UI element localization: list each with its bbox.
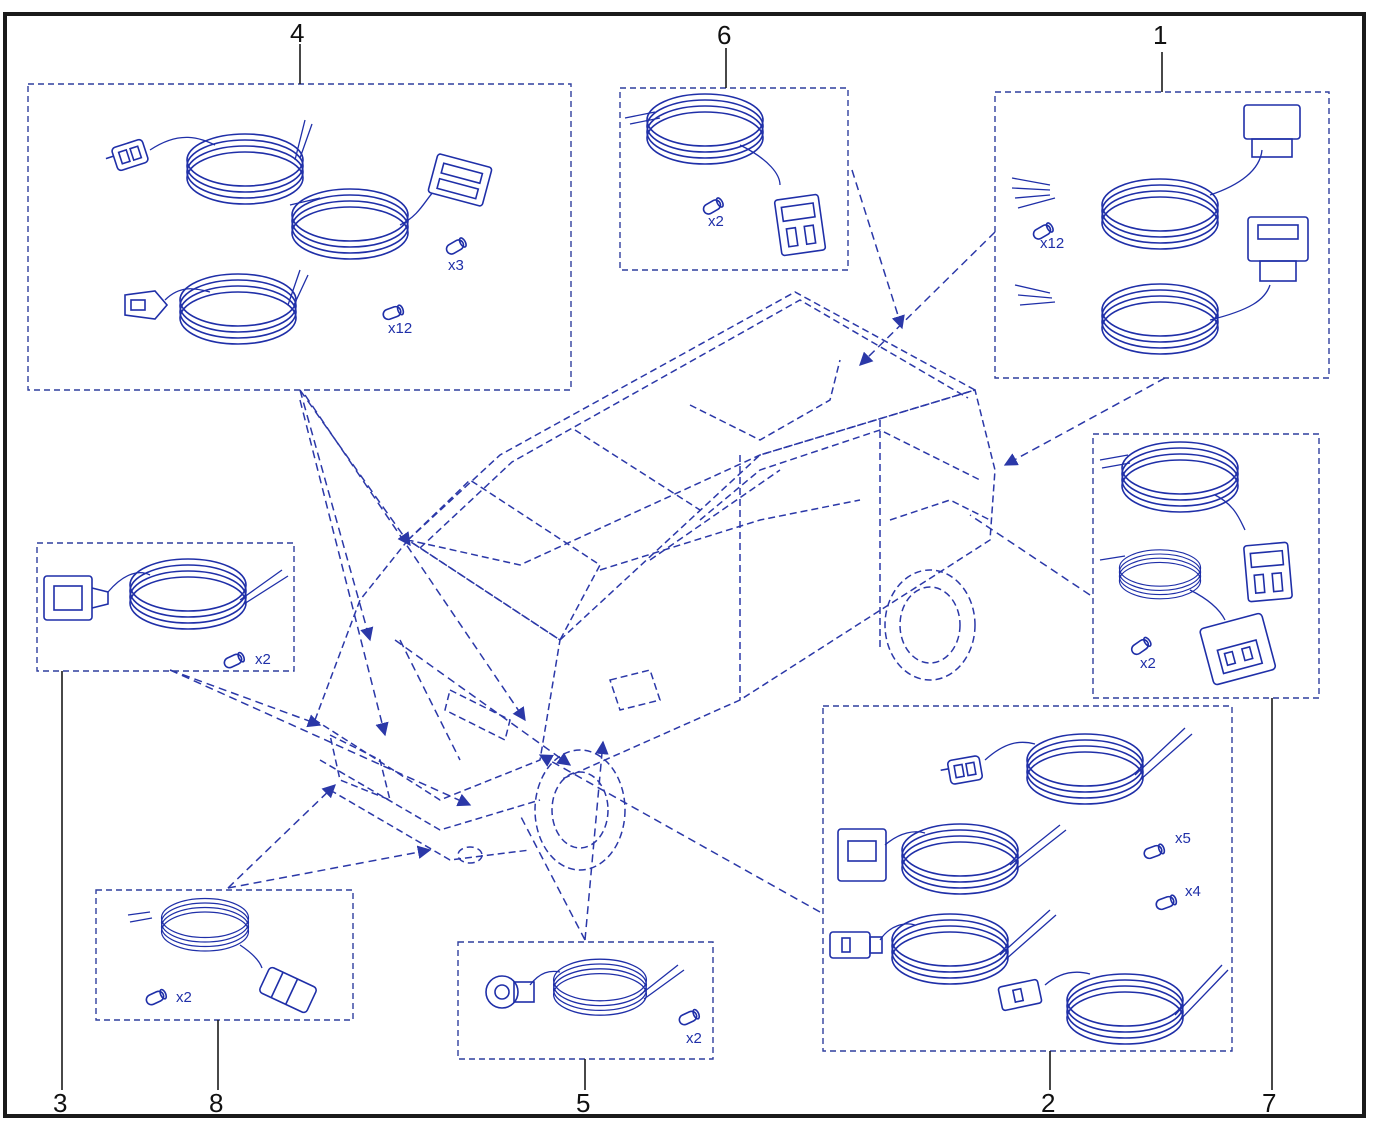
- outer-frame: [3, 12, 1366, 1118]
- harness-4b: [289, 153, 493, 260]
- callout-3: 3: [53, 1088, 67, 1118]
- quantity-1: x12: [1040, 235, 1064, 252]
- van-outline: [314, 291, 996, 871]
- callout-5: 5: [576, 1088, 590, 1118]
- callout-6: 6: [717, 20, 731, 50]
- leader-arrows: [169, 169, 1166, 941]
- quantity-4a: x3: [448, 257, 464, 274]
- kit-box-6: 6 x2: [619, 20, 849, 271]
- kit-box-1: 1 x12: [994, 20, 1330, 379]
- callout-8: 8: [209, 1088, 223, 1118]
- kit-box-2: 2 x5 x4: [822, 705, 1233, 1118]
- quantity-4b: x12: [388, 320, 412, 337]
- callout-4: 4: [290, 18, 304, 48]
- kit-box-8: 8 x2: [95, 889, 354, 1118]
- kit-box-3: 3 x2: [36, 542, 295, 1118]
- callout-1: 1: [1153, 20, 1167, 50]
- kit-box-7: 7 x2: [1092, 433, 1320, 1118]
- quantity-5: x2: [686, 1030, 702, 1047]
- quantity-2b: x4: [1185, 883, 1201, 900]
- quantity-7: x2: [1140, 655, 1156, 672]
- quantity-3: x2: [255, 651, 271, 668]
- harness-4a: [102, 119, 313, 205]
- quantity-6: x2: [708, 213, 724, 230]
- quantity-8: x2: [176, 989, 192, 1006]
- harness-4c: [124, 269, 309, 345]
- quantity-2a: x5: [1175, 830, 1191, 847]
- kit-box-4: 4 x: [27, 18, 572, 391]
- callout-7: 7: [1262, 1088, 1276, 1118]
- callout-2: 2: [1041, 1088, 1055, 1118]
- kit-box-5: 5 x2: [457, 941, 714, 1118]
